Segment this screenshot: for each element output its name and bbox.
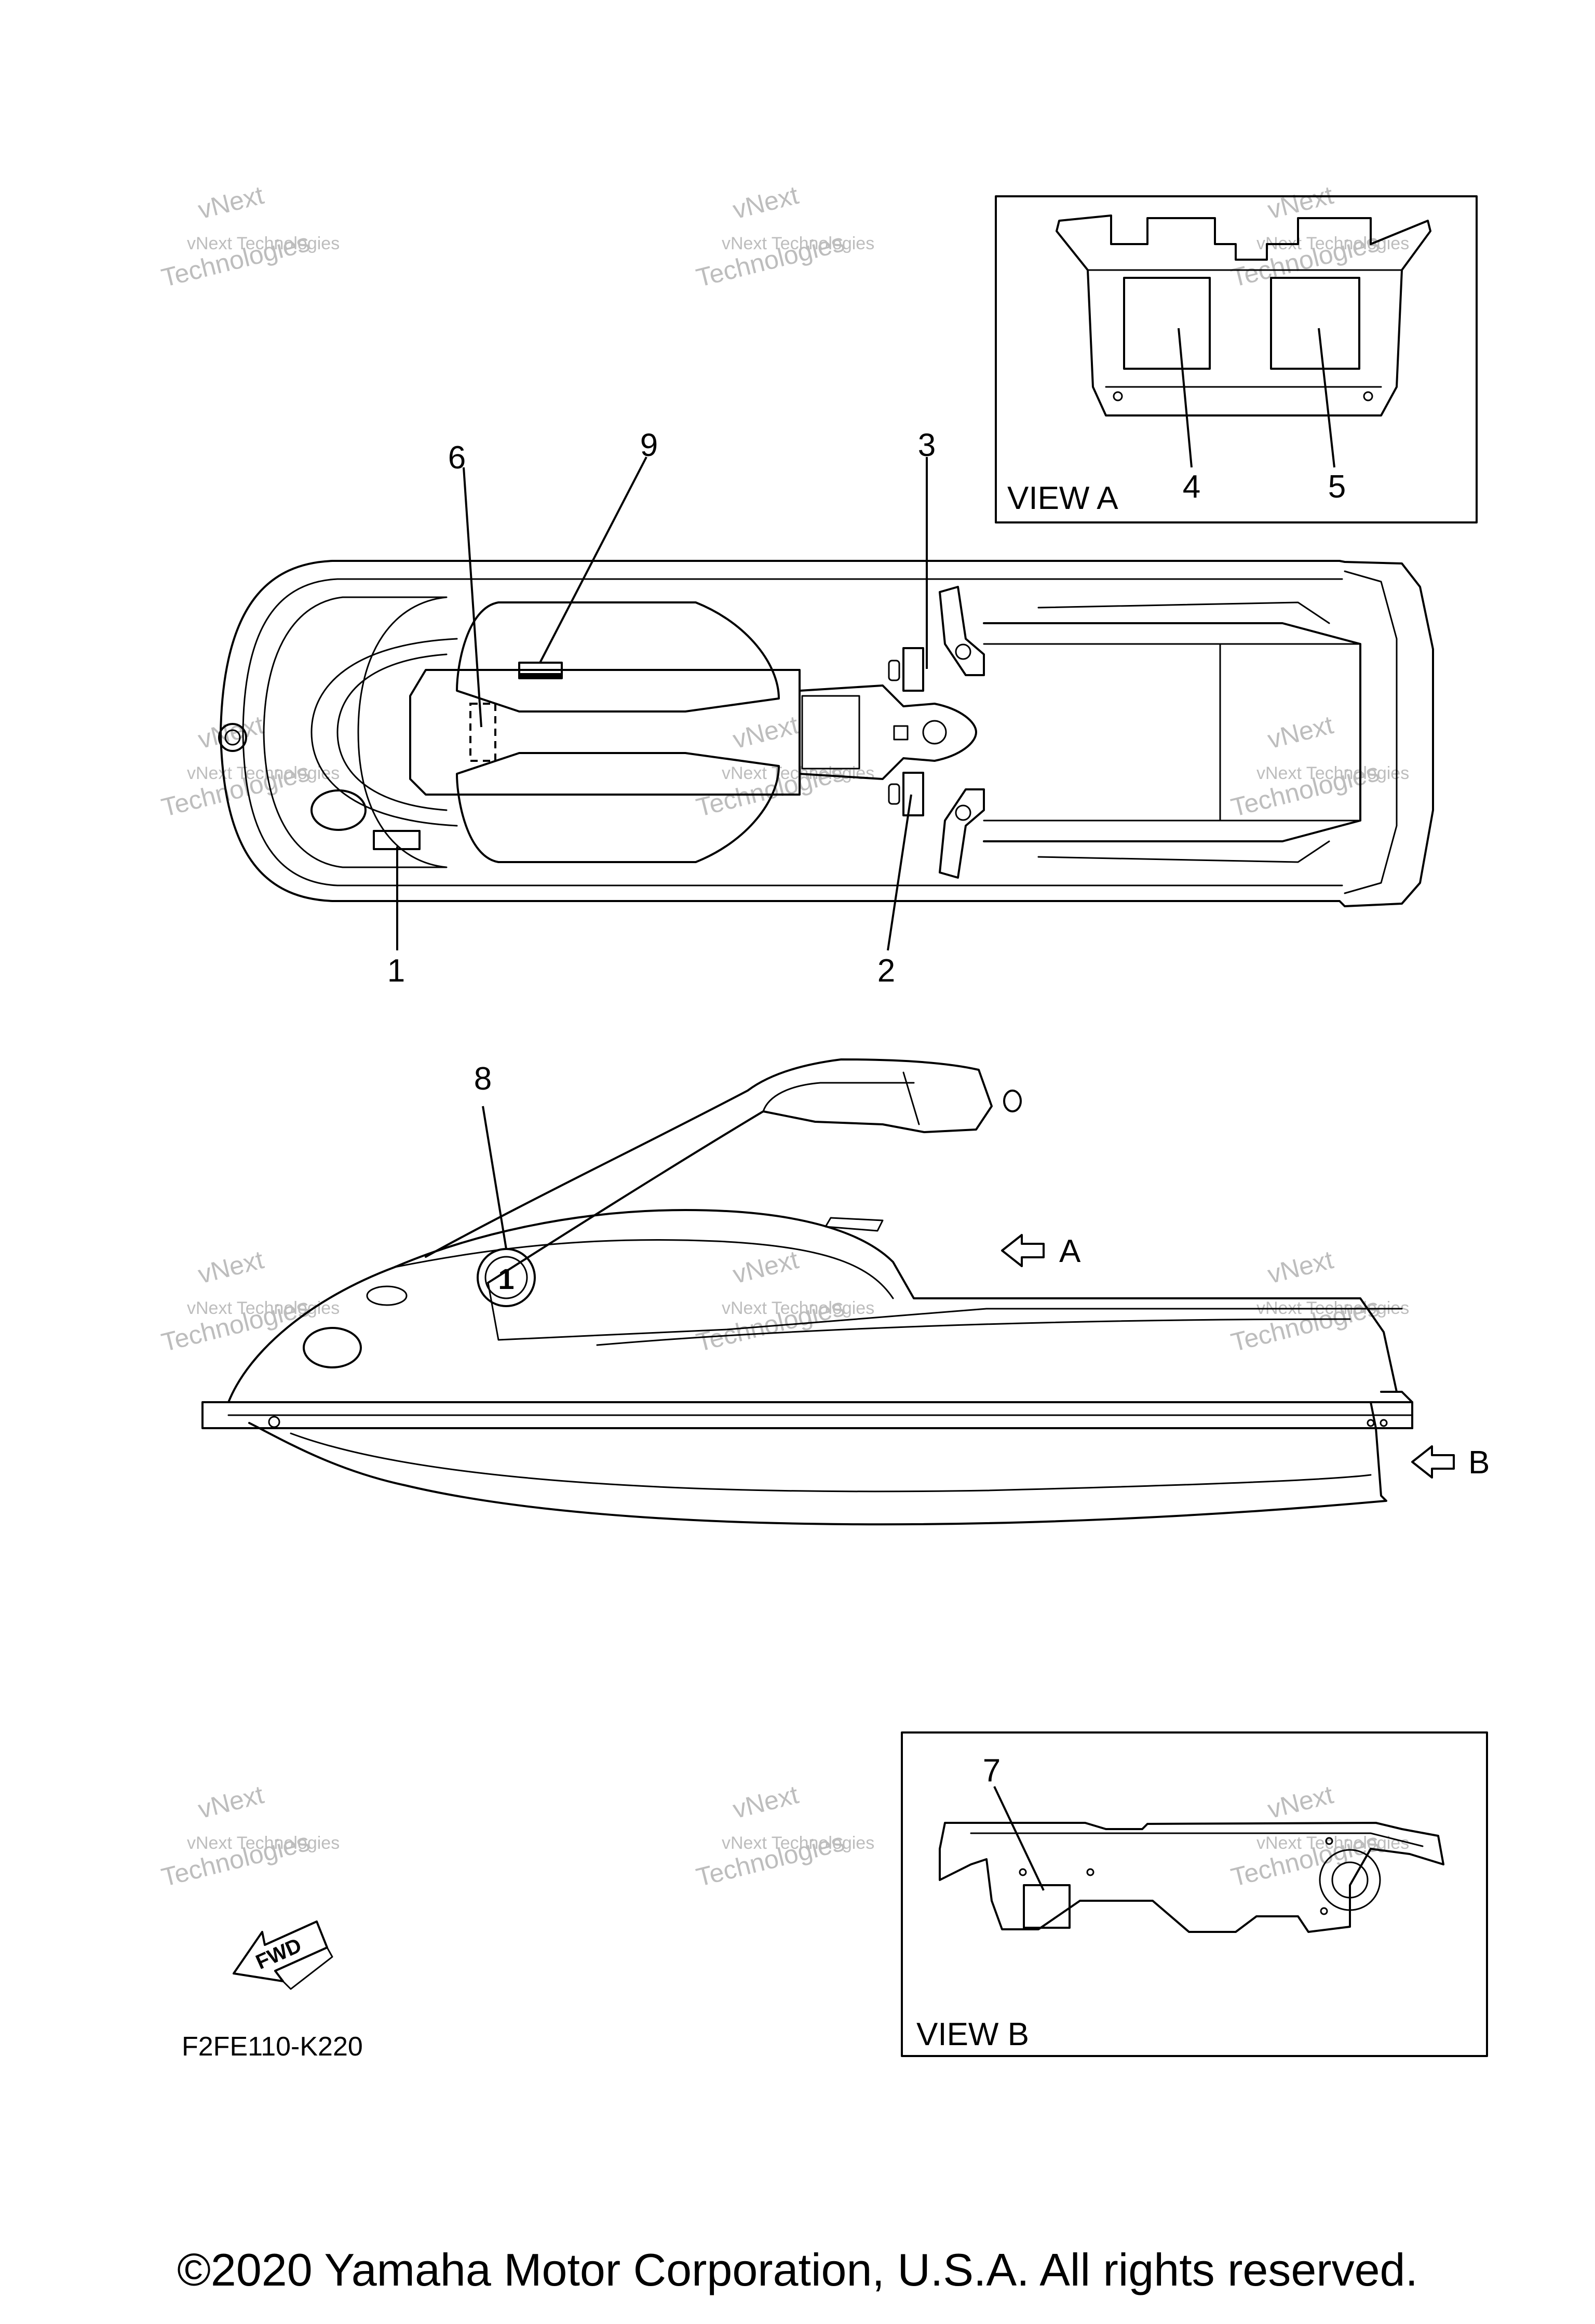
watermark: vNext Technologies vNext Technologies bbox=[693, 1245, 874, 1357]
svg-text:vNext Technologies: vNext Technologies bbox=[722, 763, 874, 783]
callout-2: 2 bbox=[877, 953, 895, 989]
svg-text:vNext Technologies: vNext Technologies bbox=[187, 1833, 340, 1853]
callout-4: 4 bbox=[1183, 469, 1200, 505]
svg-text:vNext: vNext bbox=[195, 710, 267, 754]
watermark-layer: vNext Technologies vNext Technologies vN… bbox=[158, 180, 1409, 1892]
svg-text:vNext Technologies: vNext Technologies bbox=[722, 234, 874, 253]
sticker-number: 1 bbox=[498, 1262, 514, 1295]
arrow-a-icon bbox=[1001, 1234, 1045, 1267]
watermark: vNext Technologies vNext Technologies bbox=[1228, 710, 1409, 822]
fwd-label: FWD bbox=[252, 1934, 305, 1974]
view-b-label: VIEW B bbox=[916, 2017, 1029, 2052]
svg-text:vNext: vNext bbox=[730, 1780, 802, 1824]
callout-3: 3 bbox=[918, 427, 936, 463]
svg-text:vNext: vNext bbox=[195, 180, 267, 224]
watermark: vNext Technologies vNext Technologies bbox=[158, 1780, 340, 1892]
watermark: vNext Technologies vNext Technologies bbox=[158, 1245, 340, 1357]
watermark: vNext Technologies vNext Technologies bbox=[693, 1780, 874, 1892]
callout-6: 6 bbox=[448, 440, 466, 476]
label-7-rect bbox=[1023, 1884, 1071, 1929]
arrow-a-label: A bbox=[1059, 1233, 1081, 1269]
view-a-label: VIEW A bbox=[1007, 480, 1118, 516]
label-5-rect bbox=[1270, 277, 1360, 370]
callout-8: 8 bbox=[474, 1061, 492, 1097]
svg-text:vNext: vNext bbox=[1265, 710, 1336, 754]
watermark: vNext Technologies vNext Technologies bbox=[693, 180, 874, 292]
svg-text:vNext Technologies: vNext Technologies bbox=[722, 1298, 874, 1318]
view-b-box: 7 VIEW B bbox=[901, 1731, 1488, 2057]
svg-text:vNext Technologies: vNext Technologies bbox=[722, 1833, 874, 1853]
svg-text:vNext Technologies: vNext Technologies bbox=[1256, 763, 1409, 783]
side-view-watercraft: 1 8 A B bbox=[201, 1058, 1490, 1526]
callout-9: 9 bbox=[640, 427, 658, 463]
svg-text:vNext: vNext bbox=[1265, 1780, 1336, 1824]
svg-text:vNext: vNext bbox=[1265, 1245, 1336, 1289]
fwd-arrow: FWD bbox=[233, 1920, 333, 1990]
svg-text:vNext: vNext bbox=[730, 710, 802, 754]
svg-text:vNext: vNext bbox=[730, 180, 802, 224]
part-code: F2FE110-K220 bbox=[182, 2032, 363, 2062]
label-3-rect bbox=[902, 647, 924, 692]
svg-text:vNext: vNext bbox=[195, 1245, 267, 1289]
top-view-watercraft: 6 9 3 2 1 bbox=[218, 427, 1434, 989]
arrow-b-label: B bbox=[1468, 1445, 1490, 1481]
label-6-rect bbox=[469, 703, 496, 762]
svg-text:vNext: vNext bbox=[195, 1780, 267, 1824]
svg-text:vNext Technologies: vNext Technologies bbox=[187, 763, 340, 783]
watermark: vNext Technologies vNext Technologies bbox=[693, 710, 874, 822]
callout-7: 7 bbox=[983, 1753, 1001, 1789]
label-2-rect bbox=[902, 772, 924, 816]
callout-5: 5 bbox=[1328, 469, 1346, 505]
label-9-band bbox=[519, 673, 562, 678]
label-4-rect bbox=[1123, 277, 1211, 370]
callout-1: 1 bbox=[387, 953, 405, 989]
label-1-rect bbox=[373, 830, 421, 850]
svg-text:vNext Technologies: vNext Technologies bbox=[187, 234, 340, 253]
arrow-b-icon bbox=[1411, 1445, 1455, 1479]
watermark: vNext Technologies vNext Technologies bbox=[158, 180, 340, 292]
svg-text:vNext: vNext bbox=[730, 1245, 802, 1289]
view-a-box: VIEW A 4 5 bbox=[995, 195, 1478, 523]
fwd-arrow-icon bbox=[233, 1920, 328, 1982]
watermark: vNext Technologies vNext Technologies bbox=[1228, 1245, 1409, 1357]
copyright-notice: ©2020 Yamaha Motor Corporation, U.S.A. A… bbox=[177, 2244, 1418, 2295]
